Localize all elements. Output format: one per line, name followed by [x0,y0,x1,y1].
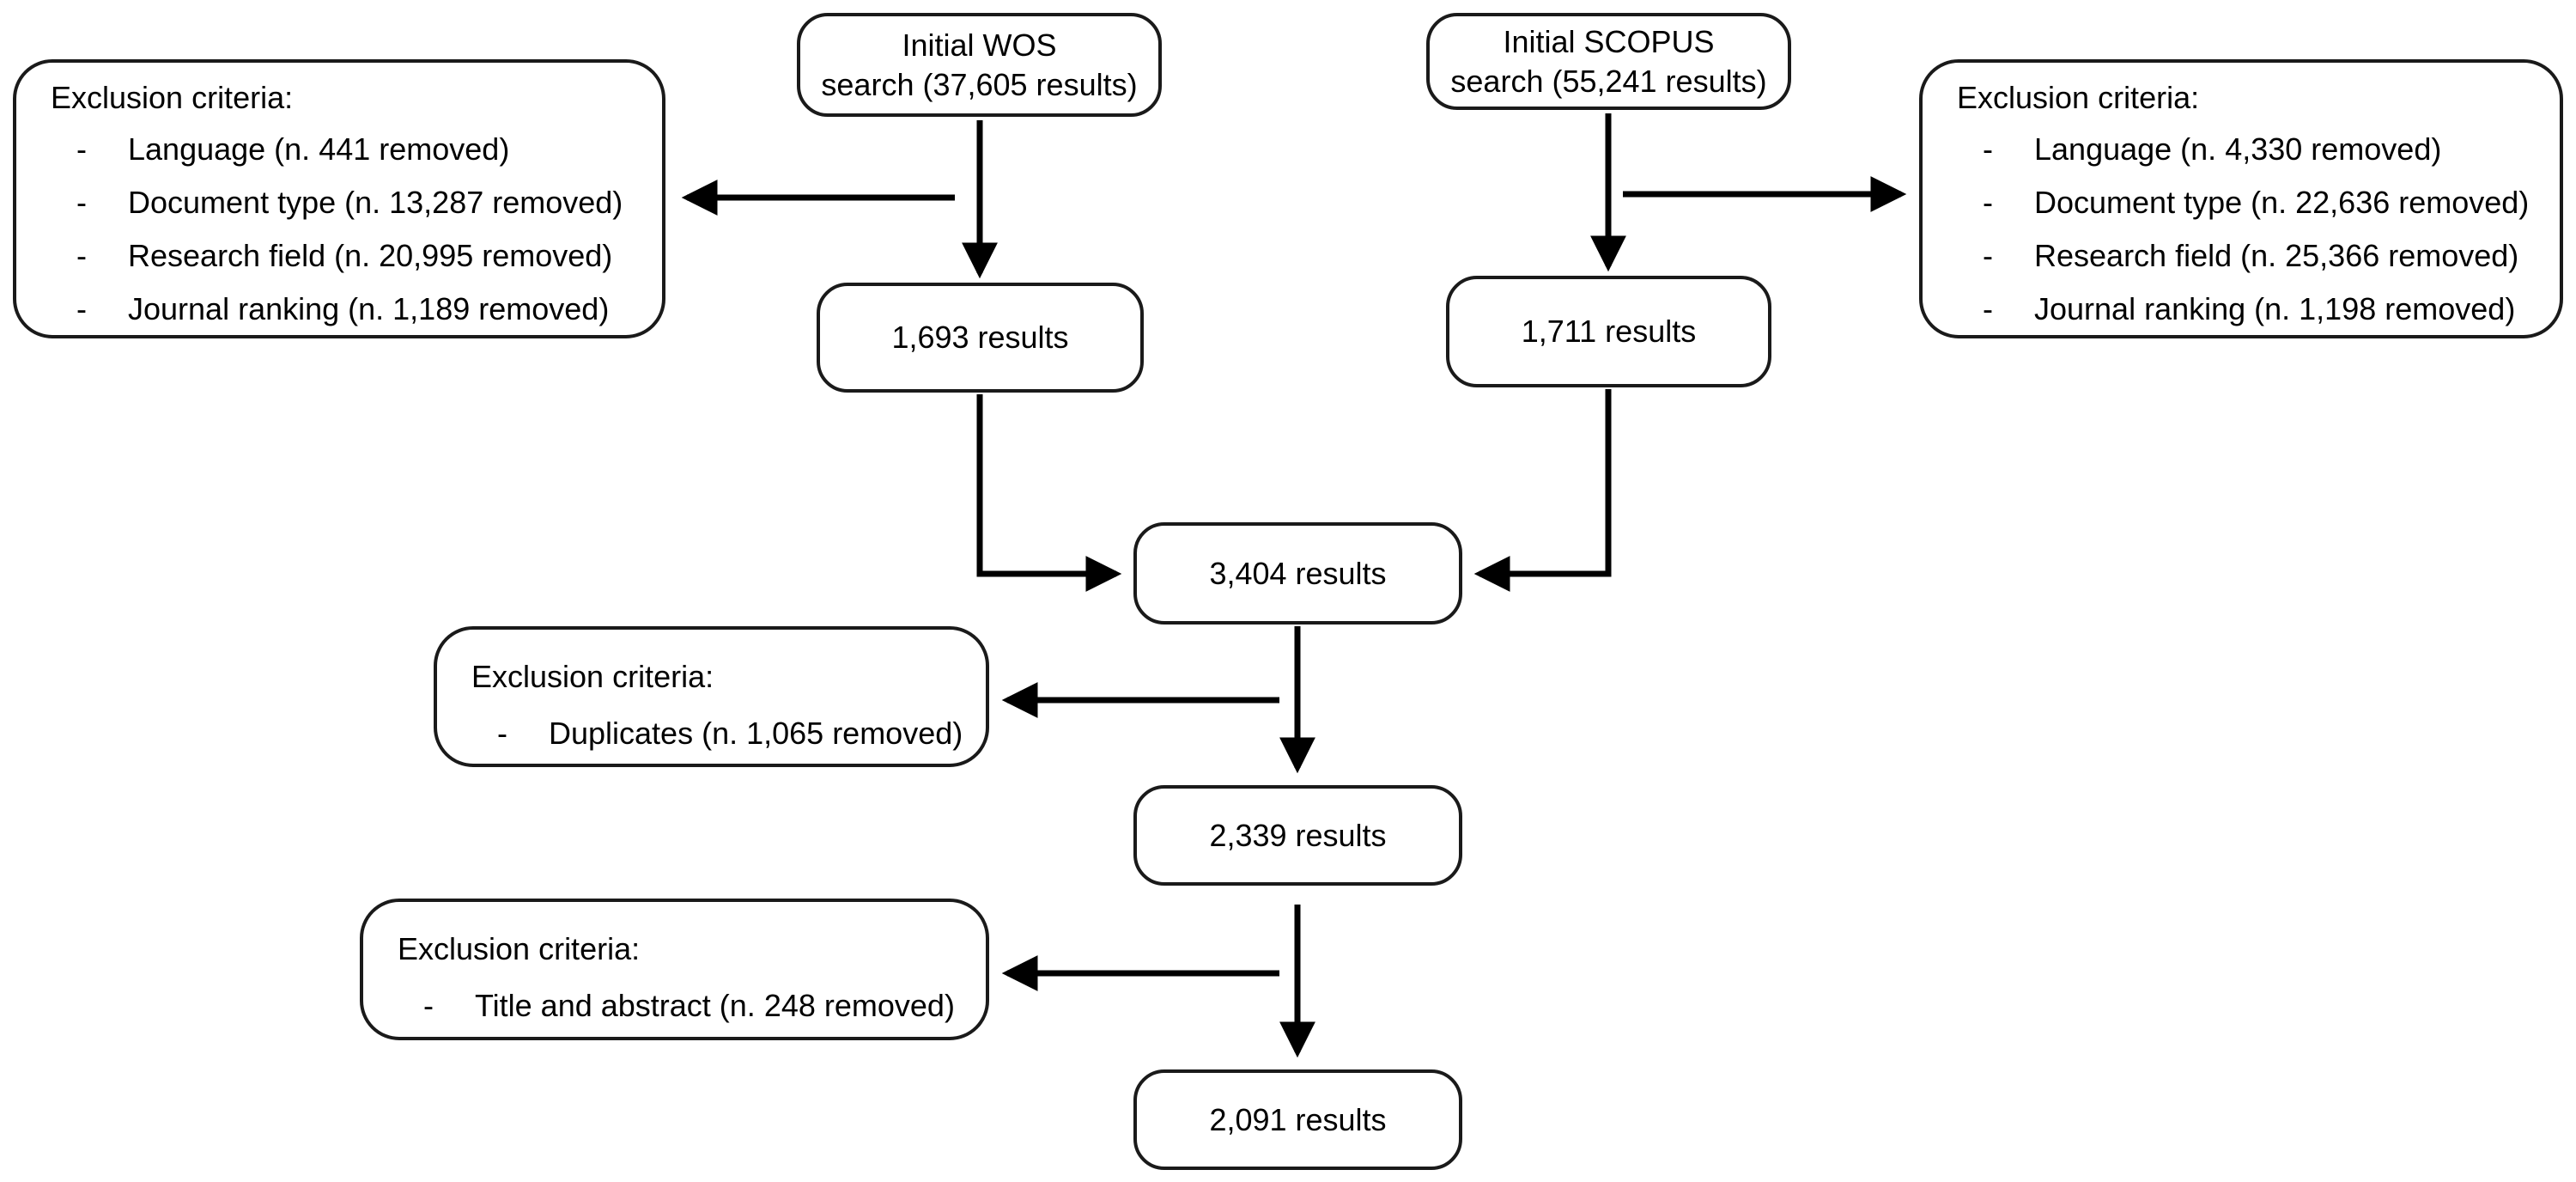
exclusion-item: - Journal ranking (n. 1,189 removed) [76,283,645,336]
exclusion-item-text: Language (n. 4,330 removed) [2034,131,2442,167]
exclusion-item: - Research field (n. 20,995 removed) [76,229,645,283]
exclusion-item-text: Research field (n. 20,995 removed) [128,238,613,273]
exclusion-title: Exclusion criteria: [471,659,714,694]
bullet-dash: - [1983,238,1993,273]
exclusion-item: - Research field (n. 25,366 removed) [1983,229,2543,283]
exclusion-item-text: Duplicates (n. 1,065 removed) [549,716,963,751]
bullet-dash: - [1983,185,1993,220]
exclusion-title: Exclusion criteria: [51,80,294,115]
bullet-dash: - [76,185,87,220]
node-scopus-filtered-results: 1,711 results [1446,276,1771,387]
node-final-results: 2,091 results [1133,1069,1462,1170]
exclusion-item-text: Research field (n. 25,366 removed) [2034,238,2519,273]
arrow-wos-filtered-to-merged [976,394,1122,592]
exclusion-title: Exclusion criteria: [1957,80,2200,115]
bullet-dash: - [76,238,87,273]
node-wos-exclusion-criteria: Exclusion criteria: - Language (n. 441 r… [13,59,665,338]
bullet-dash: - [497,716,507,751]
exclusion-item: - Language (n. 4,330 removed) [1983,123,2543,176]
exclusion-title: Exclusion criteria: [398,931,641,966]
bullet-dash: - [1983,131,1993,167]
node-label-line: search (55,241 results) [1450,63,1767,99]
arrow-scopus-filtered-to-merged [1473,389,1612,592]
exclusion-item: - Title and abstract (n. 248 removed) [423,979,969,1033]
bullet-dash: - [76,131,87,167]
node-duplicates-exclusion-criteria: Exclusion criteria: - Duplicates (n. 1,0… [434,626,989,767]
exclusion-item: - Duplicates (n. 1,065 removed) [497,707,969,760]
node-label-line: Initial WOS [902,27,1057,63]
node-label: 2,339 results [1209,817,1387,853]
exclusion-item: - Language (n. 441 removed) [76,123,645,176]
node-wos-filtered-results: 1,693 results [817,283,1144,393]
exclusion-item-text: Language (n. 441 removed) [128,131,510,167]
exclusion-item: - Document type (n. 13,287 removed) [76,176,645,229]
bullet-dash: - [423,988,434,1023]
bullet-dash: - [76,291,87,326]
exclusion-item-text: Document type (n. 13,287 removed) [128,185,623,220]
node-label-line: search (37,605 results) [821,66,1138,102]
node-label: 1,711 results [1521,314,1697,349]
exclusion-item: - Document type (n. 22,636 removed) [1983,176,2543,229]
exclusion-item-text: Title and abstract (n. 248 removed) [475,988,955,1023]
exclusion-item: - Journal ranking (n. 1,198 removed) [1983,283,2543,336]
exclusion-item-text: Document type (n. 22,636 removed) [2034,185,2530,220]
node-title-abstract-exclusion-criteria: Exclusion criteria: - Title and abstract… [360,899,989,1040]
node-label: 2,091 results [1209,1101,1387,1137]
node-label-line: Initial SCOPUS [1503,23,1715,59]
node-deduplicated-results: 2,339 results [1133,785,1462,886]
node-merged-results: 3,404 results [1133,522,1462,625]
exclusion-item-text: Journal ranking (n. 1,198 removed) [2034,291,2516,326]
node-label: 3,404 results [1209,555,1387,591]
node-initial-scopus-search: Initial SCOPUS search (55,241 results) [1426,13,1791,110]
node-scopus-exclusion-criteria: Exclusion criteria: - Language (n. 4,330… [1919,59,2563,338]
node-initial-wos-search: Initial WOS search (37,605 results) [797,13,1162,117]
exclusion-item-text: Journal ranking (n. 1,189 removed) [128,291,610,326]
bullet-dash: - [1983,291,1993,326]
node-label: 1,693 results [891,320,1069,355]
